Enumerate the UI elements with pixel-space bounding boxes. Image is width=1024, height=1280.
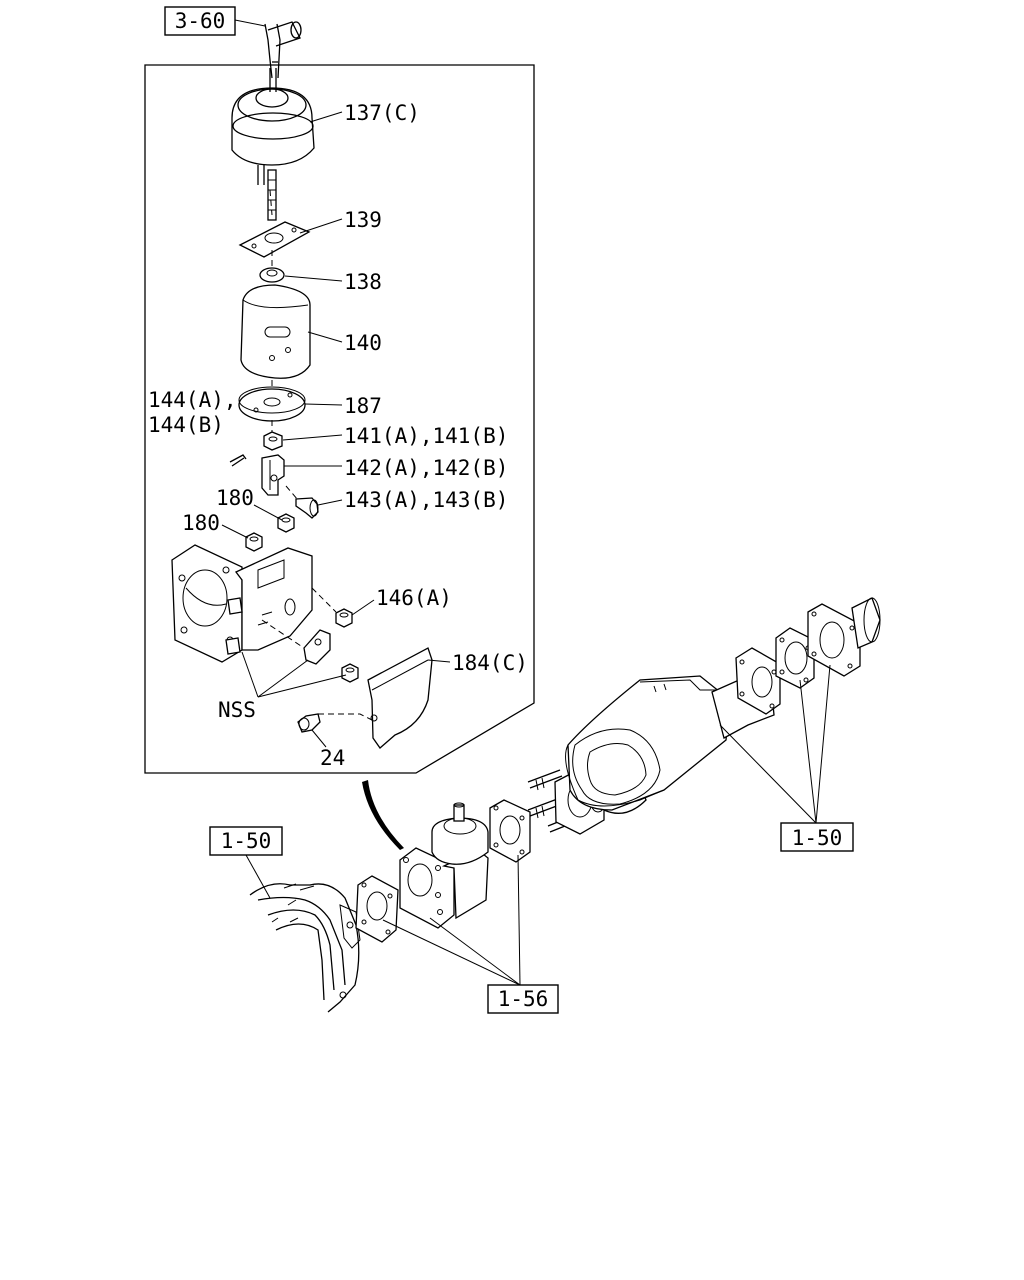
cotter-pin-144: [229, 454, 247, 467]
gasket-middle: [489, 799, 531, 863]
ref-box-3-60: [164, 6, 236, 36]
label-144a: 144(A),: [148, 388, 237, 412]
end-flange-pipe: [807, 597, 881, 677]
label-140: 140: [344, 331, 382, 355]
nut-146: [335, 608, 353, 628]
detail-frame: [144, 64, 535, 774]
plate-139: [238, 221, 311, 258]
label-184: 184(C): [452, 651, 528, 675]
heat-shield-184: [367, 647, 433, 749]
ref-box-1-50-left: [209, 826, 283, 856]
muffler: [565, 675, 731, 811]
vacuum-hose: [264, 21, 302, 79]
leader-lines: [221, 19, 831, 986]
label-137: 137(C): [344, 101, 420, 125]
label-143: 143(A),143(B): [344, 488, 508, 512]
ref-box-1-56: [487, 984, 559, 1014]
gasket-left: [355, 875, 399, 943]
label-180-lower: 180: [182, 511, 220, 535]
label-141: 141(A),141(B): [344, 424, 508, 448]
label-24: 24: [320, 746, 345, 770]
nut-180-upper: [277, 513, 295, 533]
clevis-142: [261, 454, 285, 496]
detail-arrow: [362, 780, 404, 850]
nut-nss: [341, 663, 359, 683]
nut-180-lower: [245, 532, 263, 552]
vacuum-chamber-137: [231, 68, 315, 221]
label-139: 139: [344, 208, 382, 232]
label-187: 187: [344, 394, 382, 418]
plate-187: [238, 386, 306, 422]
tail-pipe: [711, 647, 781, 739]
exhaust-brake-valve-body: [171, 544, 331, 665]
label-nss: NSS: [218, 698, 256, 722]
label-180-upper: 180: [216, 486, 254, 510]
ref-1-56-text: 1-56: [498, 987, 549, 1011]
ref-1-50-right-text: 1-50: [792, 826, 843, 850]
label-138: 138: [344, 270, 382, 294]
pin-143: [295, 497, 319, 519]
ref-1-50-left-text: 1-50: [221, 829, 272, 853]
ref-box-1-50-right: [780, 822, 854, 852]
gasket-right: [775, 627, 815, 689]
exhaust-manifold: [249, 883, 361, 1013]
bolt-24: [297, 713, 321, 733]
ref-3-60-text: 3-60: [175, 9, 226, 33]
exhaust-brake-assembly: [399, 802, 489, 929]
label-144b: 144(B): [148, 413, 224, 437]
cover-140: [240, 284, 311, 379]
label-142: 142(A),142(B): [344, 456, 508, 480]
washer-138: [259, 267, 285, 283]
nut-141: [263, 431, 283, 451]
label-146: 146(A): [376, 586, 452, 610]
